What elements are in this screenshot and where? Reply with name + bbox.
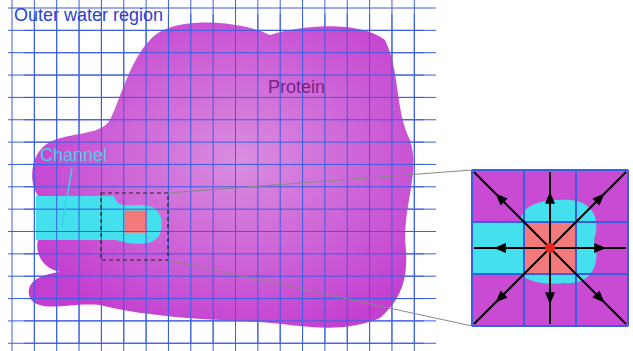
grid-line xyxy=(8,343,436,344)
flow-arrow xyxy=(474,247,550,249)
arrow-head xyxy=(496,290,508,302)
grid-line xyxy=(8,52,436,53)
arrow-head xyxy=(496,194,508,206)
grid-line xyxy=(24,142,424,143)
grid-line xyxy=(280,14,281,344)
leader-line xyxy=(62,168,72,226)
grid-line xyxy=(8,253,436,254)
region-label: Channel xyxy=(40,146,107,166)
grid-line xyxy=(24,320,424,321)
grid-line xyxy=(24,97,424,98)
region-label: Outer water region xyxy=(14,6,163,26)
grid-line xyxy=(8,97,436,98)
protein-shape: Protein xyxy=(24,14,424,344)
inset-protein xyxy=(472,170,628,326)
flow-arrow xyxy=(474,248,550,324)
grid-line xyxy=(146,14,147,344)
grid-line xyxy=(123,14,124,344)
protein-body xyxy=(29,23,414,328)
arrow-head xyxy=(592,194,604,206)
grid-line xyxy=(8,320,436,321)
grid-line xyxy=(24,52,424,53)
channel-region xyxy=(36,196,162,244)
grid-line xyxy=(101,14,102,344)
grid-line xyxy=(24,209,424,210)
inset-channel xyxy=(472,200,596,284)
arrow-head xyxy=(545,292,555,304)
region-label: Protein xyxy=(268,78,325,98)
grid-line xyxy=(24,30,424,31)
grid-line xyxy=(391,14,392,344)
center-dot xyxy=(545,243,555,253)
grid-line xyxy=(8,276,436,277)
grid-line xyxy=(8,186,436,187)
protein-outline xyxy=(24,14,424,344)
grid-line xyxy=(472,169,628,171)
zoom-line xyxy=(168,260,472,326)
grid-line xyxy=(8,119,436,120)
grid-line xyxy=(8,231,436,232)
arrow-head xyxy=(545,192,555,204)
grid-line xyxy=(414,14,415,344)
grid-lines xyxy=(24,14,424,344)
grid-line xyxy=(8,209,436,210)
grid-line xyxy=(472,325,628,327)
grid-line xyxy=(471,170,473,326)
grid-line xyxy=(34,14,35,344)
grid-line xyxy=(8,142,436,143)
grid-line xyxy=(168,14,169,344)
grid-line xyxy=(213,14,214,344)
grid-line xyxy=(627,170,629,326)
grid-line xyxy=(24,75,424,76)
flow-arrow xyxy=(549,172,551,248)
flow-arrow xyxy=(550,248,626,324)
grid-line xyxy=(190,14,191,344)
grid-line xyxy=(24,343,424,344)
grid-line xyxy=(235,14,236,344)
zoom-line xyxy=(168,170,472,193)
grid-line xyxy=(24,298,424,299)
grid-line xyxy=(24,253,424,254)
arrow-head xyxy=(494,243,506,253)
flow-arrow xyxy=(550,172,626,248)
grid-line xyxy=(24,231,424,232)
arrow-head xyxy=(594,243,606,253)
grid-line xyxy=(24,276,424,277)
grid-line xyxy=(8,75,436,76)
grid-line xyxy=(369,14,370,344)
grid-line xyxy=(302,14,303,344)
grid-line xyxy=(8,298,436,299)
grid-line xyxy=(79,14,80,344)
grid-lines xyxy=(8,0,436,351)
flow-arrow xyxy=(550,247,626,249)
grid-line xyxy=(8,30,436,31)
grid-line xyxy=(24,119,424,120)
grid-cell xyxy=(125,211,147,233)
arrow-head xyxy=(592,290,604,302)
grid-line xyxy=(24,186,424,187)
grid-line xyxy=(257,14,258,344)
flow-arrow xyxy=(549,248,551,324)
zoom-box xyxy=(101,193,168,260)
zoom-inset xyxy=(472,170,628,326)
flow-arrow xyxy=(474,172,550,248)
grid-line xyxy=(56,14,57,344)
